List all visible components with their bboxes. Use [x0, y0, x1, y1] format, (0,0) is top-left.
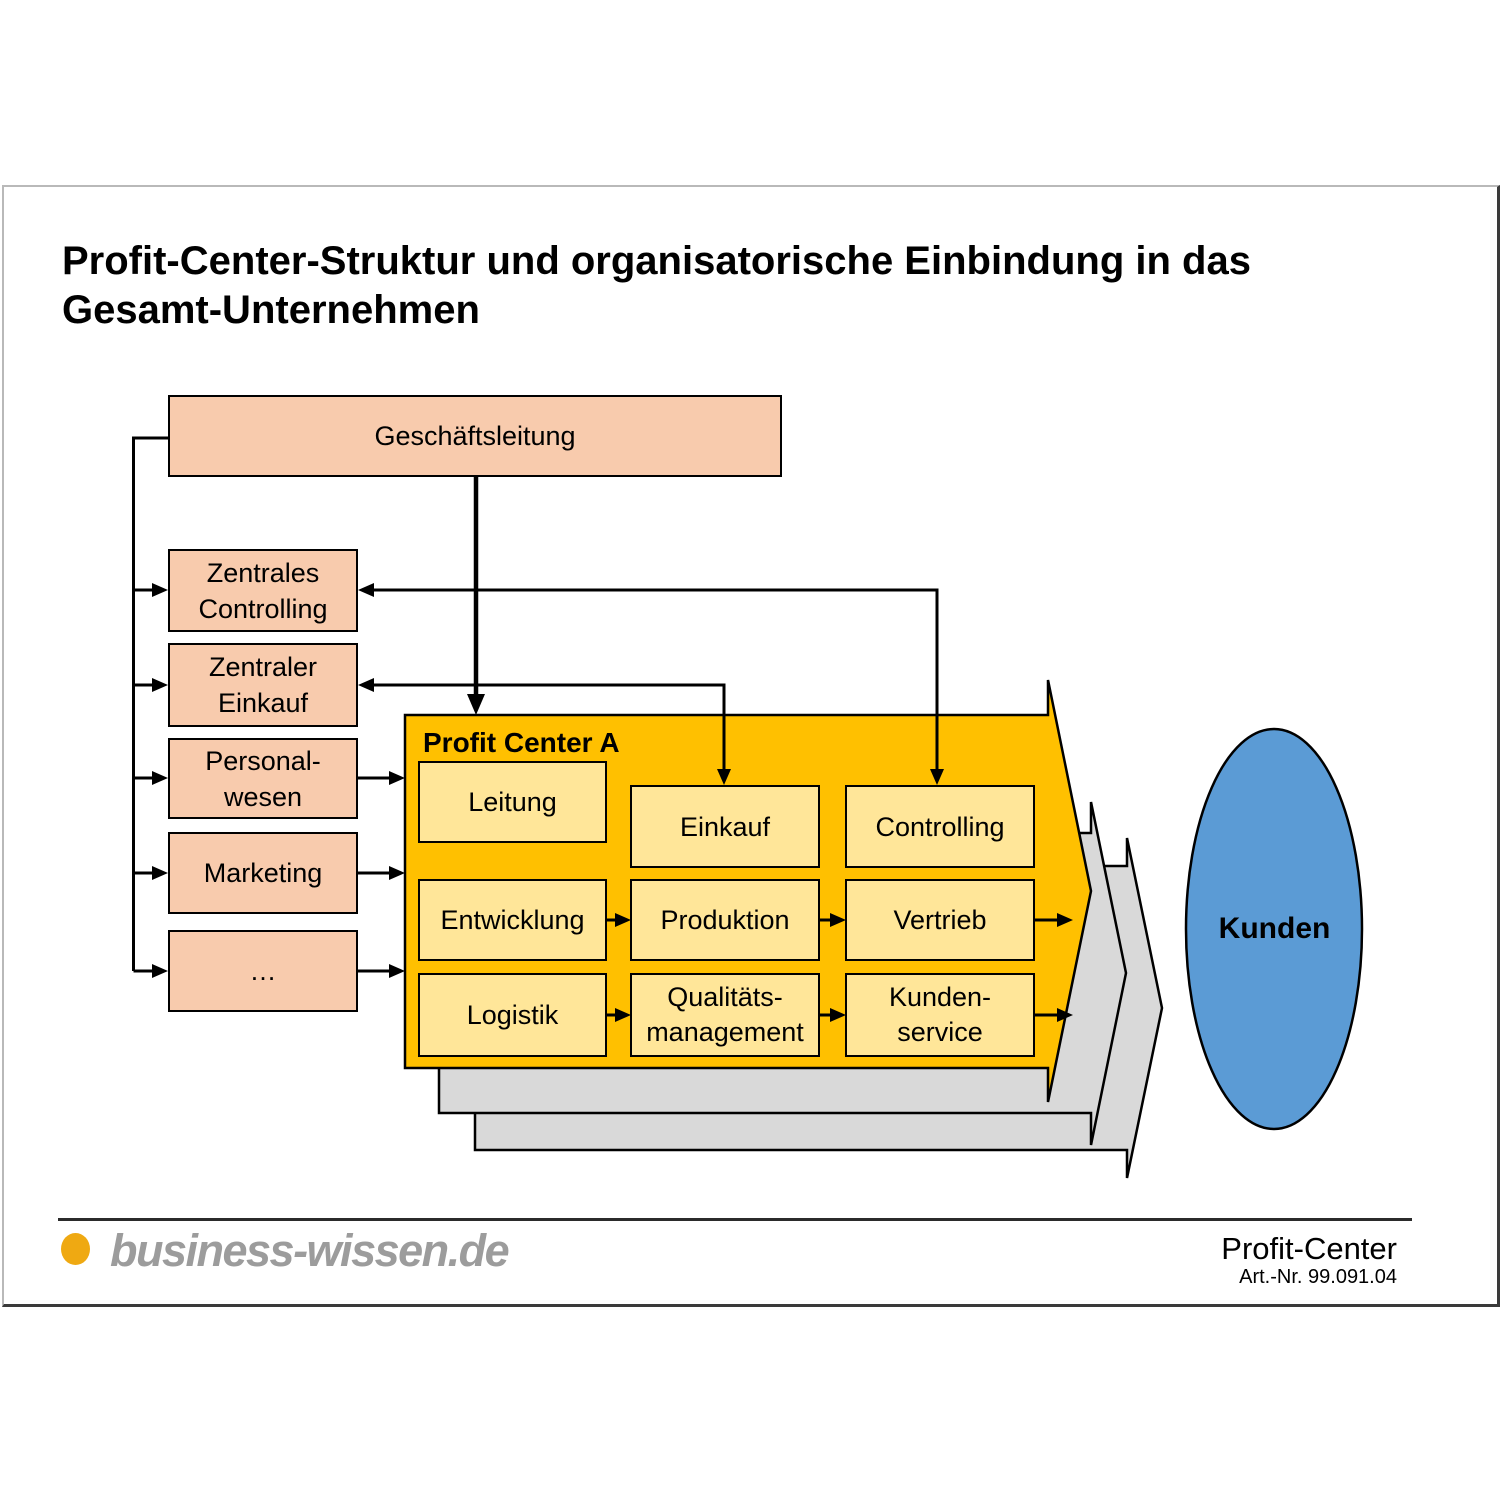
box-leitung-label: Leitung: [468, 787, 557, 817]
box-logistik-label: Logistik: [466, 1000, 559, 1030]
logistik-to-qm-arrowhead: [615, 1008, 631, 1022]
box-qualitaetsmanagement: Qualitäts- management: [630, 973, 820, 1057]
qm-to-ks-arrowhead: [830, 1008, 846, 1022]
einkauf-link-line: [372, 683, 726, 772]
box-leitung: Leitung: [418, 761, 607, 843]
profit-center-a-title: Profit Center A: [423, 727, 620, 758]
box-zentrales-controlling-label: Zentrales Controlling: [198, 557, 328, 624]
box-entwicklung-label: Entwicklung: [440, 905, 585, 935]
box-geschaeftsleitung: Geschäftsleitung: [168, 395, 782, 477]
personalwesen-to-pc-arrowhead: [389, 771, 405, 785]
box-vertrieb-label: Vertrieb: [893, 905, 987, 935]
kunden-ellipse: [1184, 727, 1364, 1131]
arrowhead-marketing: [152, 866, 168, 880]
controlling-link-arrowhead-left: [358, 583, 374, 597]
arrowhead-personalwesen: [152, 771, 168, 785]
box-further-units: …: [168, 930, 358, 1012]
box-further-units-label: …: [249, 956, 277, 986]
box-qualitaetsmanagement-label: Qualitäts- management: [646, 982, 804, 1047]
box-personalwesen: Personal- wesen: [168, 738, 358, 819]
gl-to-pc-arrowhead: [467, 694, 485, 715]
marketing-to-pc-arrowhead: [389, 866, 405, 880]
box-kundenservice: Kunden- service: [845, 973, 1035, 1057]
einkauf-link-arrowhead-left: [358, 678, 374, 692]
box-einkauf: Einkauf: [630, 785, 820, 868]
dots-to-pc-arrowhead: [389, 964, 405, 978]
box-vertrieb: Vertrieb: [845, 879, 1035, 961]
ks-out-arrowhead: [1057, 1008, 1073, 1022]
box-controlling: Controlling: [845, 785, 1035, 868]
box-zentraler-einkauf: Zentraler Einkauf: [168, 643, 358, 727]
arrowhead-dots: [152, 964, 168, 978]
box-geschaeftsleitung-label: Geschäftsleitung: [374, 421, 576, 451]
einkauf-link-arrowhead-down: [717, 769, 731, 785]
controlling-link-line: [372, 588, 939, 772]
arrowhead-zentrales-controlling: [152, 583, 168, 597]
box-entwicklung: Entwicklung: [418, 879, 607, 961]
box-marketing-label: Marketing: [203, 858, 323, 888]
produktion-to-vertrieb-arrowhead: [830, 913, 846, 927]
box-marketing: Marketing: [168, 832, 358, 914]
box-zentrales-controlling: Zentrales Controlling: [168, 549, 358, 632]
document-title: Profit-Center: [1221, 1231, 1397, 1266]
page-title: Profit-Center-Struktur und organisatoris…: [62, 239, 1251, 332]
box-personalwesen-label: Personal- wesen: [205, 745, 321, 812]
slide-frame: [2, 185, 1500, 1307]
box-zentraler-einkauf-label: Zentraler Einkauf: [208, 652, 318, 718]
logo-dot-icon: [61, 1233, 90, 1265]
entwicklung-to-produktion-arrowhead: [615, 913, 631, 927]
box-produktion-label: Produktion: [660, 905, 790, 935]
footer-divider: [58, 1218, 1412, 1221]
logo-text: business-wissen.de: [110, 1225, 510, 1276]
box-logistik: Logistik: [418, 973, 607, 1057]
kunden-label: Kunden: [1218, 912, 1331, 945]
box-controlling-label: Controlling: [875, 811, 1005, 842]
trunk-line: [132, 436, 168, 971]
article-number: Art.-Nr. 99.091.04: [1239, 1266, 1397, 1288]
box-einkauf-label: Einkauf: [679, 811, 771, 842]
box-kundenservice-label: Kunden- service: [888, 982, 992, 1047]
arrowhead-zentraler-einkauf: [152, 678, 168, 692]
vertrieb-out-arrowhead: [1057, 913, 1073, 927]
controlling-link-arrowhead-down: [930, 769, 944, 785]
box-produktion: Produktion: [630, 879, 820, 961]
